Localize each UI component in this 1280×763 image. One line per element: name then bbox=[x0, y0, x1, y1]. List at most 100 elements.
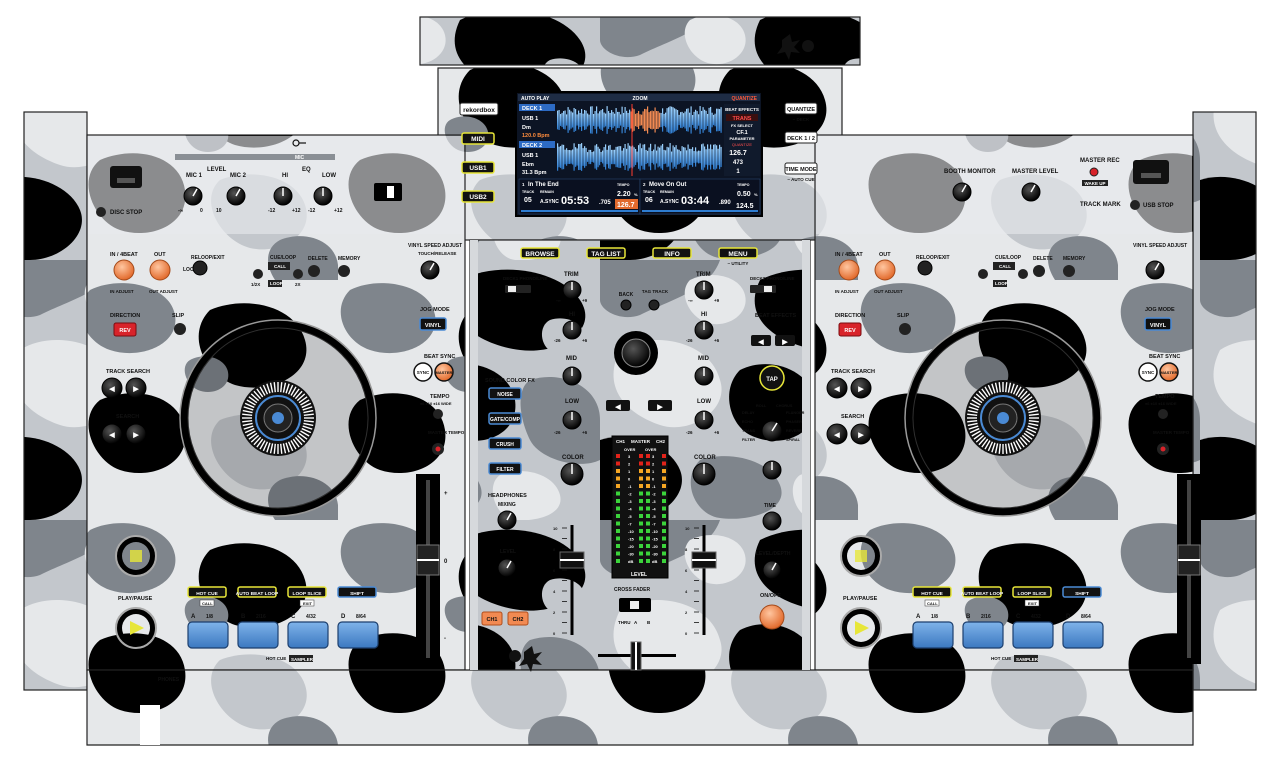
back-button[interactable] bbox=[620, 299, 632, 311]
ch1-low-eq-knob[interactable] bbox=[562, 410, 582, 430]
master-rec-button[interactable] bbox=[1089, 167, 1099, 177]
quantize-button[interactable]: QUANTIZE bbox=[784, 102, 818, 115]
master-tempo-button[interactable] bbox=[1157, 443, 1169, 455]
loop-out-button[interactable] bbox=[874, 259, 896, 281]
hot-cue-mode-button[interactable]: HOT CUE bbox=[912, 586, 952, 598]
performance-pad-1[interactable] bbox=[187, 621, 229, 649]
ch2-trim-knob[interactable] bbox=[694, 280, 714, 300]
shift-mode-button[interactable]: SHIFT bbox=[337, 586, 377, 598]
headphones-level-knob[interactable] bbox=[497, 558, 517, 578]
master-tempo-button[interactable] bbox=[432, 443, 444, 455]
usb1-button[interactable]: USB1 bbox=[461, 161, 495, 174]
mic-switch[interactable] bbox=[374, 183, 402, 201]
search-prev-button[interactable]: ◀ bbox=[826, 423, 848, 445]
vinyl-speed-knob[interactable] bbox=[1145, 260, 1165, 280]
crossfader-curve-switch[interactable] bbox=[619, 598, 651, 612]
mic-low-knob[interactable] bbox=[313, 186, 333, 206]
vinyl-button[interactable]: VINYL bbox=[419, 317, 447, 331]
slip-button[interactable] bbox=[174, 323, 186, 335]
sync-button[interactable]: SYNC bbox=[413, 362, 433, 382]
booth-monitor-knob[interactable] bbox=[952, 182, 972, 202]
play-pause-button[interactable] bbox=[840, 607, 882, 649]
ch1-hi-eq-knob[interactable] bbox=[562, 320, 582, 340]
delete-button[interactable] bbox=[308, 265, 320, 277]
master-button[interactable]: MASTER bbox=[434, 362, 454, 382]
track-search-prev-button[interactable]: ◀ bbox=[101, 377, 123, 399]
vinyl-speed-knob[interactable] bbox=[420, 260, 440, 280]
performance-pad-4[interactable] bbox=[337, 621, 379, 649]
color-fx-filter-button[interactable]: FILTER bbox=[488, 462, 522, 475]
deck1-input-switch[interactable] bbox=[505, 285, 531, 293]
reloop-exit-button[interactable] bbox=[192, 260, 208, 276]
beat-fx-on-off-button[interactable] bbox=[759, 604, 785, 630]
performance-pad-4[interactable] bbox=[1062, 621, 1104, 649]
deck2-input-switch[interactable] bbox=[750, 285, 776, 293]
tempo-slider[interactable] bbox=[1177, 474, 1201, 664]
cue-loop-call-next-button[interactable] bbox=[293, 269, 303, 279]
mic1-level-knob[interactable] bbox=[183, 186, 203, 206]
master-level-knob[interactable] bbox=[1021, 182, 1041, 202]
slip-button[interactable] bbox=[899, 323, 911, 335]
search-next-button[interactable]: ▶ bbox=[125, 423, 147, 445]
beat-fx-select-knob[interactable] bbox=[761, 420, 783, 442]
delete-button[interactable] bbox=[1033, 265, 1045, 277]
beat-fx-next-button[interactable]: ▶ bbox=[775, 335, 795, 346]
loop-out-button[interactable] bbox=[149, 259, 171, 281]
auto-beat-loop-mode-button[interactable]: AUTO BEAT LOOP bbox=[236, 586, 279, 598]
ch2-color-knob[interactable] bbox=[692, 462, 716, 486]
tempo-range-button[interactable] bbox=[1158, 409, 1168, 419]
mic-hi-knob[interactable] bbox=[273, 186, 293, 206]
reloop-exit-button[interactable] bbox=[917, 260, 933, 276]
beat-fx-prev-button[interactable]: ◀ bbox=[751, 335, 771, 346]
crossfader[interactable] bbox=[598, 641, 676, 671]
tag-list-button[interactable]: TAG LIST bbox=[586, 247, 626, 259]
tap-button[interactable]: TAP bbox=[759, 365, 785, 391]
main-display[interactable]: AUTO PLAY ZOOM QUANTIZE DECK 1 USB 1 Dm … bbox=[515, 91, 763, 217]
disc-stop-button[interactable] bbox=[96, 207, 106, 217]
cue-loop-call-prev-button[interactable] bbox=[978, 269, 988, 279]
ch2-cue-button[interactable]: CH2 bbox=[507, 611, 529, 626]
play-pause-button[interactable] bbox=[115, 607, 157, 649]
performance-pad-3[interactable] bbox=[1012, 621, 1054, 649]
jog-wheel[interactable] bbox=[904, 319, 1102, 517]
ch1-mid-eq-knob[interactable] bbox=[562, 366, 582, 386]
master-button[interactable]: MASTER bbox=[1159, 362, 1179, 382]
ch2-mid-eq-knob[interactable] bbox=[694, 366, 714, 386]
usb-stop-button[interactable] bbox=[1130, 200, 1140, 210]
usb-eject-button[interactable] bbox=[1133, 160, 1169, 184]
loop-slice-mode-button[interactable]: LOOP SLICE bbox=[287, 586, 327, 598]
loop-in-button[interactable] bbox=[838, 259, 860, 281]
performance-pad-1[interactable] bbox=[912, 621, 954, 649]
browse-button[interactable]: BROWSE bbox=[520, 247, 560, 259]
vinyl-button[interactable]: VINYL bbox=[1144, 317, 1172, 331]
ch2-hi-eq-knob[interactable] bbox=[694, 320, 714, 340]
cue-button[interactable] bbox=[840, 535, 882, 577]
headphones-mixing-knob[interactable] bbox=[497, 510, 517, 530]
menu-button[interactable]: MENU bbox=[718, 247, 758, 259]
color-fx-noise-button[interactable]: NOISE bbox=[488, 387, 522, 400]
mic2-level-knob[interactable] bbox=[226, 186, 246, 206]
loop-slice-mode-button[interactable]: LOOP SLICE bbox=[1012, 586, 1052, 598]
time-mode-button[interactable]: TIME MODE bbox=[784, 162, 818, 175]
performance-pad-3[interactable] bbox=[287, 621, 329, 649]
beat-fx-channel-knob[interactable] bbox=[762, 460, 782, 480]
hot-cue-mode-button[interactable]: HOT CUE bbox=[187, 586, 227, 598]
color-fx-gate-comp-button[interactable]: GATE/COMP bbox=[488, 412, 522, 425]
ch1-color-knob[interactable] bbox=[560, 462, 584, 486]
reverse-button[interactable]: REV bbox=[113, 322, 137, 337]
deck-1-2-button[interactable]: DECK 1 / 2 bbox=[784, 131, 818, 144]
track-search-next-button[interactable]: ▶ bbox=[850, 377, 872, 399]
track-search-prev-button[interactable]: ◀ bbox=[826, 377, 848, 399]
rotary-selector-knob[interactable] bbox=[614, 331, 658, 375]
level-depth-knob[interactable] bbox=[762, 560, 782, 580]
cue-loop-call-next-button[interactable] bbox=[1018, 269, 1028, 279]
color-fx-crush-button[interactable]: CRUSH bbox=[488, 437, 522, 450]
tempo-slider[interactable] bbox=[416, 474, 440, 664]
tempo-range-button[interactable] bbox=[433, 409, 443, 419]
time-knob[interactable] bbox=[762, 511, 782, 531]
search-prev-button[interactable]: ◀ bbox=[101, 423, 123, 445]
memory-button[interactable] bbox=[338, 265, 350, 277]
usb2-button[interactable]: USB2 bbox=[461, 190, 495, 203]
